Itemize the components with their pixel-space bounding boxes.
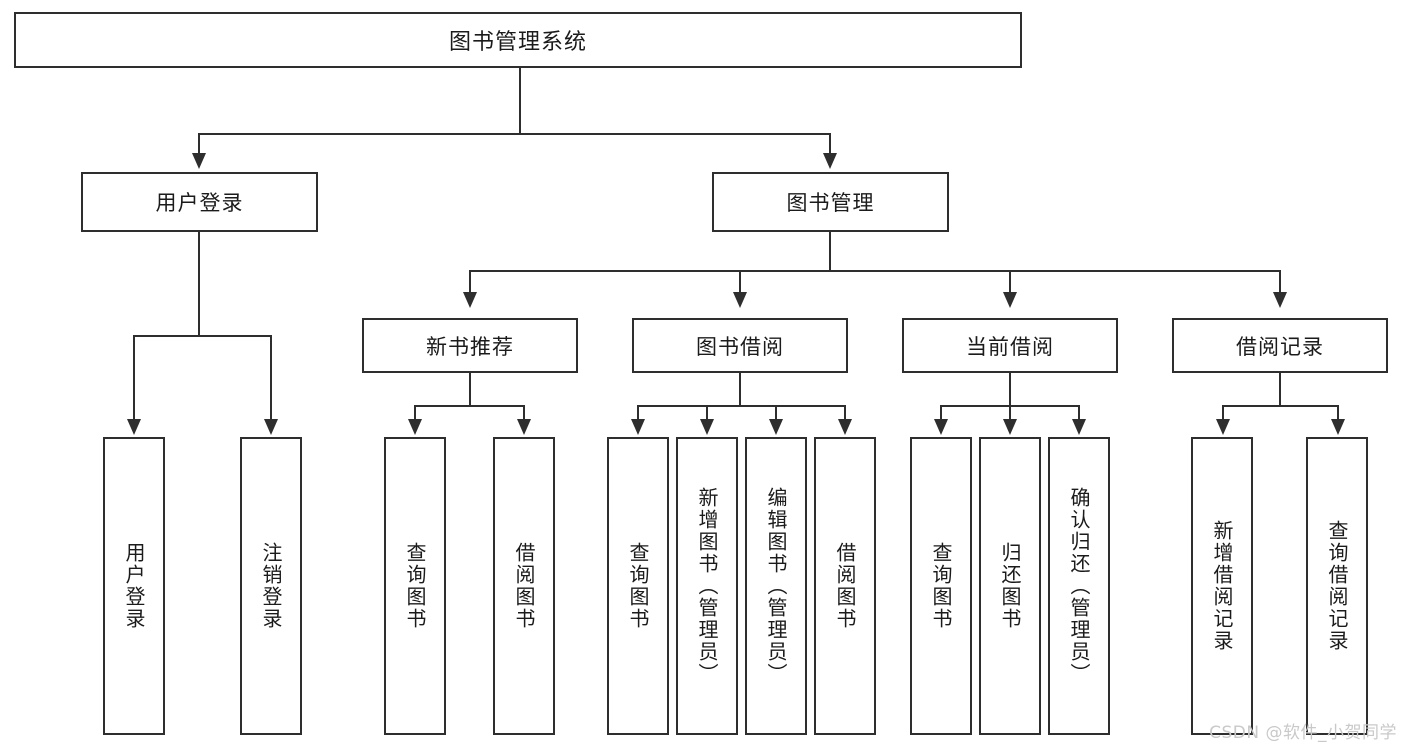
leaf-label: 借阅图书 [833,542,857,630]
node-label: 当前借阅 [966,334,1054,359]
node-book-borrow[interactable]: 图书借阅 [632,318,848,373]
leaf-add-book-admin[interactable]: 新增图书（管理员） [676,437,738,735]
connector-drop-borrow-record [1279,270,1281,294]
connector-root-stem [519,68,521,134]
connector-current-borrow-stem [1009,373,1011,407]
arrow-to-leaf-query-book-2 [631,419,645,435]
leaf-label: 确认归还（管理员） [1067,487,1091,685]
connector-book-borrow-drop-3 [775,405,777,421]
connector-root-to-user-login [198,133,200,155]
connector-user-login-drop-2 [270,335,272,421]
connector-drop-new-book [469,270,471,294]
connector-book-borrow-stem [739,373,741,407]
leaf-query-book-current[interactable]: 查询图书 [910,437,972,735]
connector-user-login-stem [198,232,200,336]
leaf-logout[interactable]: 注销登录 [240,437,302,735]
leaf-label: 用户登录 [122,542,146,630]
connector-book-borrow-drop-4 [844,405,846,421]
connector-book-borrow-bus [637,405,845,407]
leaf-label: 查询图书 [929,542,953,630]
arrow-to-leaf-return-book [1003,419,1017,435]
leaf-label: 查询借阅记录 [1325,520,1349,652]
node-label: 图书管理系统 [448,30,587,55]
node-label: 图书管理 [786,191,875,215]
connector-borrow-record-drop-1 [1222,405,1224,421]
connector-new-book-drop-1 [414,405,416,421]
arrow-to-book-borrow [733,292,747,308]
node-label: 借阅记录 [1236,334,1324,359]
arrow-to-leaf-logout [264,419,278,435]
arrow-to-user-login [192,153,206,169]
leaf-query-book-new[interactable]: 查询图书 [384,437,446,735]
arrow-to-leaf-borrow-book-2 [838,419,852,435]
arrow-to-leaf-confirm-return [1072,419,1086,435]
node-root-book-management-system[interactable]: 图书管理系统 [14,12,1022,68]
connector-root-to-book-management [829,133,831,155]
arrow-to-leaf-query-book-3 [934,419,948,435]
leaf-label: 查询图书 [403,542,427,630]
connector-drop-book-borrow [739,270,741,294]
connector-current-borrow-drop-3 [1078,405,1080,421]
connector-current-borrow-drop-2 [1009,405,1011,421]
connector-new-book-bus [414,405,524,407]
leaf-add-borrow-record[interactable]: 新增借阅记录 [1191,437,1253,735]
arrow-to-leaf-query-record [1331,419,1345,435]
leaf-confirm-return-admin[interactable]: 确认归还（管理员） [1048,437,1110,735]
leaf-return-book[interactable]: 归还图书 [979,437,1041,735]
arrow-to-leaf-query-book-1 [408,419,422,435]
connector-user-login-drop-1 [133,335,135,421]
connector-book-management-stem [829,232,831,272]
connector-book-borrow-drop-1 [637,405,639,421]
leaf-label: 编辑图书（管理员） [764,487,788,685]
connector-borrow-record-stem [1279,373,1281,407]
leaf-label: 查询图书 [626,542,650,630]
leaf-label: 新增借阅记录 [1210,520,1234,652]
leaf-label: 归还图书 [998,542,1022,630]
node-current-borrow[interactable]: 当前借阅 [902,318,1118,373]
arrow-to-borrow-record [1273,292,1287,308]
leaf-query-book-borrow[interactable]: 查询图书 [607,437,669,735]
node-book-management[interactable]: 图书管理 [712,172,949,232]
arrow-to-leaf-user-login [127,419,141,435]
connector-new-book-drop-2 [523,405,525,421]
arrow-to-leaf-borrow-book-1 [517,419,531,435]
connector-new-book-stem [469,373,471,407]
leaf-label: 借阅图书 [512,542,536,630]
csdn-watermark: CSDN @软件_小贺同学 [1209,723,1397,743]
connector-book-borrow-drop-2 [706,405,708,421]
leaf-edit-book-admin[interactable]: 编辑图书（管理员） [745,437,807,735]
connector-borrow-record-bus [1222,405,1338,407]
node-label: 用户登录 [155,191,244,215]
node-label: 图书借阅 [696,334,784,359]
leaf-borrow-book[interactable]: 借阅图书 [814,437,876,735]
leaf-user-login[interactable]: 用户登录 [103,437,165,735]
connector-drop-current-borrow [1009,270,1011,294]
arrow-to-new-book-recommend [463,292,477,308]
arrow-to-book-management [823,153,837,169]
leaf-query-borrow-record[interactable]: 查询借阅记录 [1306,437,1368,735]
leaf-label: 注销登录 [259,542,283,630]
connector-level3-bus [469,270,1281,272]
arrow-to-leaf-add-record [1216,419,1230,435]
leaf-label: 新增图书（管理员） [695,487,719,685]
node-new-book-recommend[interactable]: 新书推荐 [362,318,578,373]
connector-root-bus [198,133,831,135]
arrow-to-leaf-add-book [700,419,714,435]
node-label: 新书推荐 [426,334,514,359]
leaf-borrow-book-new[interactable]: 借阅图书 [493,437,555,735]
connector-user-login-bus [133,335,271,337]
arrow-to-leaf-edit-book [769,419,783,435]
node-borrow-record[interactable]: 借阅记录 [1172,318,1388,373]
node-user-login[interactable]: 用户登录 [81,172,318,232]
connector-borrow-record-drop-2 [1337,405,1339,421]
arrow-to-current-borrow [1003,292,1017,308]
connector-current-borrow-drop-1 [940,405,942,421]
